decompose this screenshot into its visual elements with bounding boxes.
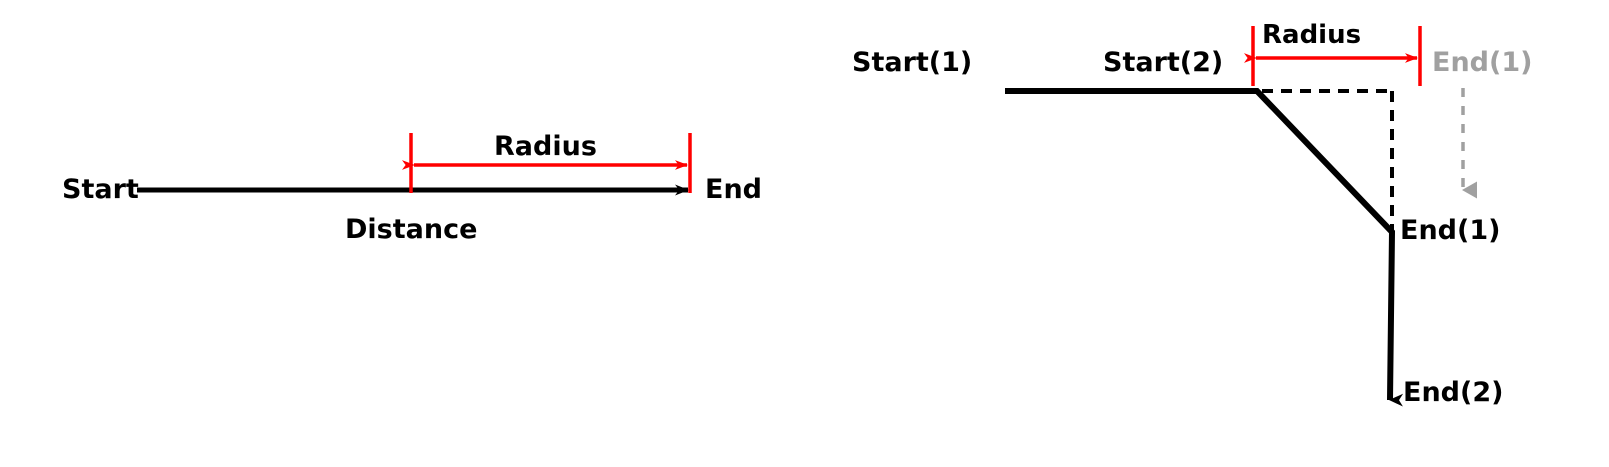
label-radius-left-panel: Radius [494,131,597,162]
panel-two-segment [1005,26,1477,407]
label-end: End [705,174,762,205]
label-start-2: Start(2) [1103,47,1224,78]
label-end-1-ghost: End(1) [1432,47,1533,78]
path-polyline [1005,88,1404,407]
label-end-1: End(1) [1400,215,1501,246]
label-distance: Distance [345,214,478,245]
panel-single-segment [137,133,692,196]
label-start: Start [62,174,139,205]
label-radius-right-panel: Radius [1262,20,1362,50]
label-end-2: End(2) [1403,377,1504,408]
label-start-1: Start(1) [852,47,973,78]
